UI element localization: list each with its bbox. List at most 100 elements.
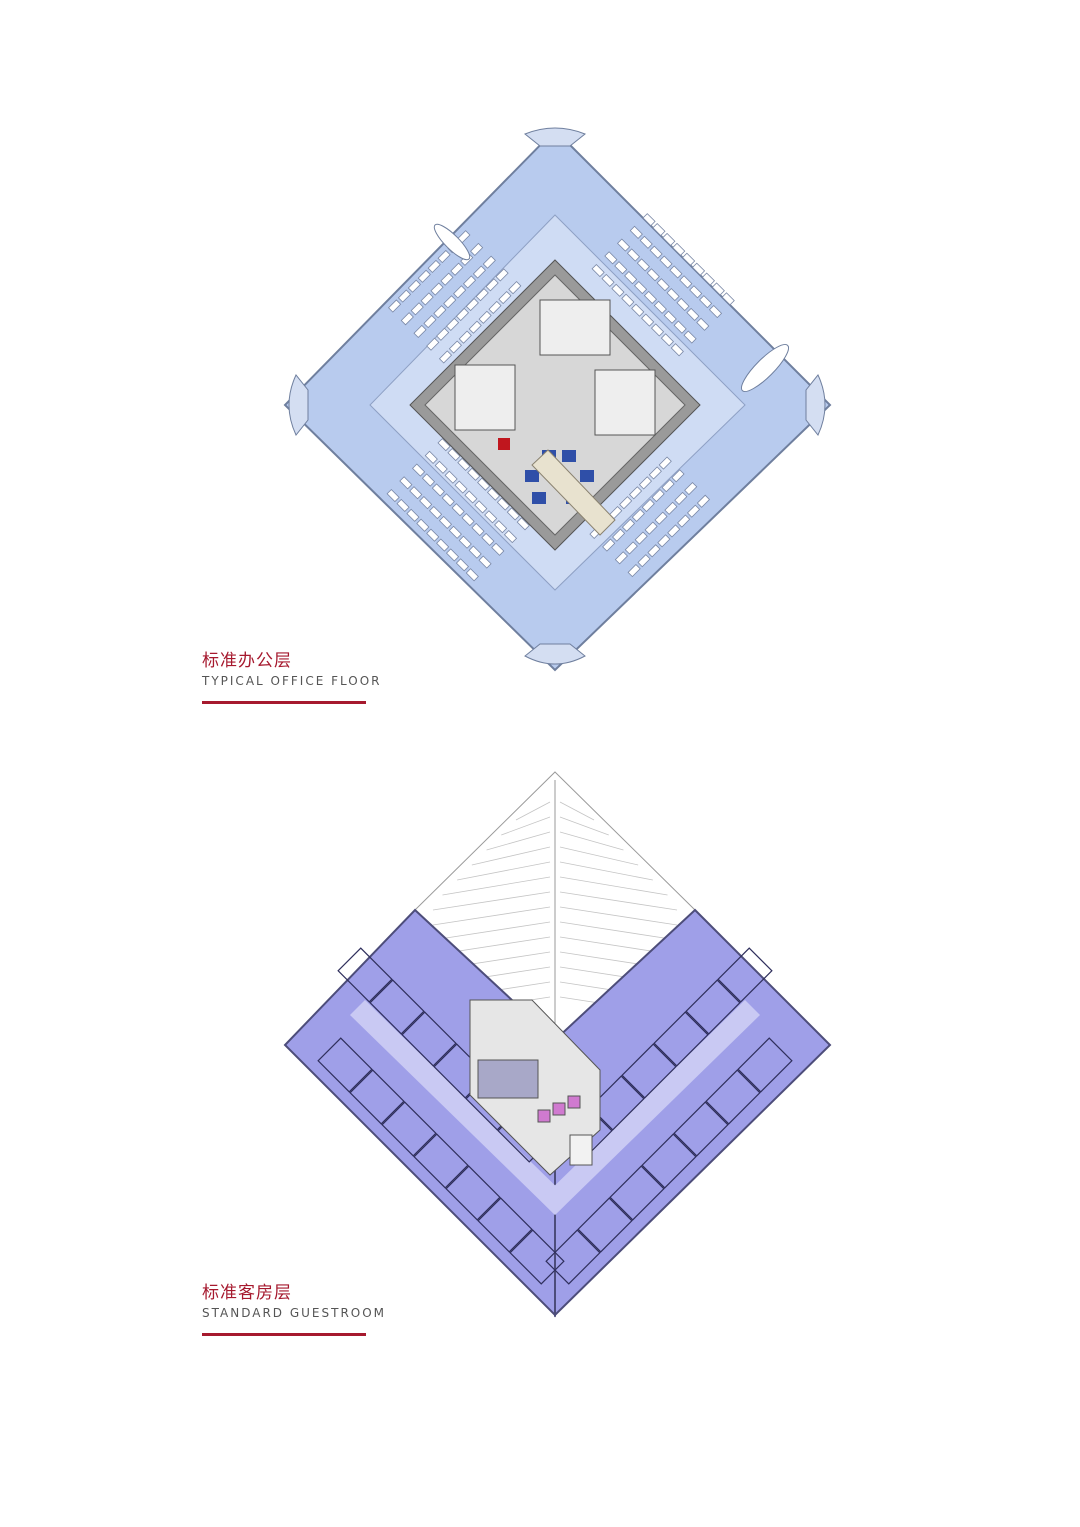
office-desk (458, 535, 472, 549)
office-desk (664, 501, 678, 515)
guest-corridor-west (350, 1000, 570, 1215)
office-desk (424, 450, 438, 464)
office-desk (696, 494, 711, 508)
office-desk (464, 490, 478, 504)
office-desk (686, 307, 700, 321)
atrium-hatch-line (515, 801, 551, 821)
guest-corridor-east (540, 1000, 760, 1215)
atrium-hatch-line (471, 846, 551, 866)
office-desk (447, 447, 461, 462)
guest-room (641, 1133, 697, 1189)
office-core-room-east (594, 369, 656, 436)
office-desk (478, 310, 492, 324)
guestroom-floor-caption: 标准客房层 STANDARD GUESTROOM (202, 1282, 386, 1336)
office-desk (467, 467, 481, 481)
office-desk (676, 297, 690, 312)
atrium-hatch-line (559, 816, 609, 836)
guest-room (653, 1011, 709, 1067)
office-desk (696, 317, 710, 331)
office-desk (450, 262, 464, 276)
guest-core (469, 999, 601, 1176)
office-desk (658, 456, 672, 470)
office-desk (462, 275, 477, 289)
office-desk (643, 290, 658, 305)
office-desk (683, 330, 697, 344)
office-desk (428, 505, 443, 520)
guest-room (445, 1165, 501, 1221)
standard-guestroom-floor-plan (283, 771, 832, 1318)
office-desk (516, 517, 530, 531)
typical-office-floor-plan (283, 127, 832, 672)
guestroom-floor-title-zh: 标准客房层 (202, 1283, 292, 1303)
guestroom-floor-title-en: STANDARD GUESTROOM (202, 1306, 387, 1320)
office-core (409, 259, 701, 551)
office-desk (436, 327, 450, 341)
office-corner-right (805, 374, 826, 436)
office-desk (482, 255, 496, 269)
office-desk (662, 232, 676, 247)
office-desk (445, 317, 460, 331)
office-desk (457, 457, 471, 472)
office-desk (654, 511, 668, 525)
office-desk (461, 513, 475, 527)
office-desk (638, 476, 653, 490)
office-desk (417, 269, 431, 283)
guest-room (589, 1075, 645, 1131)
office-red-room (498, 438, 510, 450)
office-desk (626, 248, 641, 262)
office-desk (445, 548, 460, 562)
office-desk (427, 259, 441, 273)
office-desk (443, 295, 457, 309)
office-desk (663, 310, 677, 324)
office-desk (441, 493, 455, 507)
office-desk (601, 273, 615, 288)
guest-wing-east (554, 908, 832, 1318)
office-desk (604, 251, 618, 265)
office-desk (636, 258, 650, 272)
office-desk (621, 293, 635, 307)
office-corner-top (524, 127, 586, 147)
office-floor-title-en: TYPICAL OFFICE FLOOR (202, 674, 382, 688)
office-desk (666, 288, 680, 302)
office-desk (455, 307, 470, 322)
office-desk (711, 282, 725, 296)
office-desk (454, 480, 468, 494)
office-desk (659, 255, 673, 269)
office-elevator-4 (580, 470, 594, 482)
office-core-room-north (539, 299, 611, 356)
office-floor-caption: 标准办公层 TYPICAL OFFICE FLOOR (202, 650, 381, 704)
office-desk (679, 275, 693, 289)
office-desk (475, 288, 489, 302)
office-desk (495, 268, 509, 282)
office-desk (421, 473, 436, 487)
office-desk (434, 460, 448, 474)
guest-room (509, 1229, 565, 1285)
office-desk (611, 283, 625, 297)
office-desk (451, 503, 465, 517)
guest-lift-2 (552, 1102, 566, 1116)
office-desk (624, 271, 638, 285)
office-desk (633, 280, 648, 295)
office-desk (437, 438, 451, 452)
office-conference-table-west (433, 223, 471, 261)
office-desk (673, 320, 687, 334)
office-desk (648, 466, 662, 480)
atrium-hatch-line (559, 801, 595, 821)
office-floor-title-zh: 标准办公层 (202, 651, 292, 671)
office-corner-bottom (524, 643, 586, 665)
office-desk (660, 333, 675, 347)
office-corner-left (288, 374, 309, 436)
office-desk (508, 281, 522, 295)
office-desk (465, 298, 479, 312)
office-desk (474, 500, 488, 514)
office-desk (468, 320, 482, 334)
guest-room (673, 1101, 729, 1157)
office-desk (619, 496, 633, 510)
office-desk (669, 265, 683, 279)
office-desk (423, 314, 437, 329)
office-desk (410, 302, 424, 316)
office-desk (684, 481, 698, 496)
office-desk (667, 524, 681, 538)
atrium-hatch-line (501, 816, 551, 836)
office-desk (699, 295, 713, 309)
